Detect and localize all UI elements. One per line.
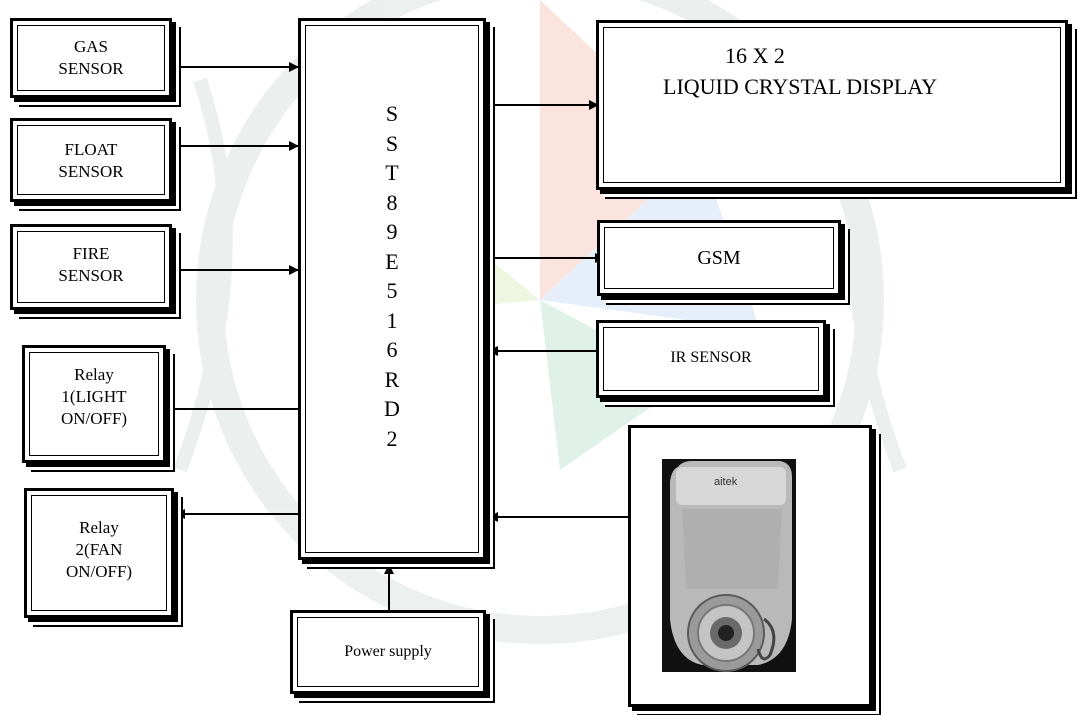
relay1-block: Relay 1(LIGHT ON/OFF) [22, 345, 166, 463]
float-sensor-label: FLOAT SENSOR [13, 139, 169, 183]
ir-sensor-block: IR SENSOR [596, 320, 826, 398]
lcd-block: 16 X 2 LIQUID CRYSTAL DISPLAY [596, 20, 1068, 190]
microcontroller-label: S S T 8 9 E 5 1 6 R D 2 [301, 99, 483, 453]
ir-sensor-label: IR SENSOR [599, 347, 823, 369]
float-sensor-block: FLOAT SENSOR [10, 118, 172, 202]
gsm-block: GSM [597, 220, 841, 296]
camera-image: aitek [662, 459, 796, 672]
power-supply-block: Power supply [290, 610, 486, 694]
relay1-label: Relay 1(LIGHT ON/OFF) [25, 364, 163, 430]
relay2-label: Relay 2(FAN ON/OFF) [27, 517, 171, 583]
lcd-label-size: 16 X 2 [725, 43, 785, 69]
fire-sensor-label: FIRE SENSOR [13, 243, 169, 287]
power-supply-label: Power supply [293, 641, 483, 663]
microcontroller-block: S S T 8 9 E 5 1 6 R D 2 [298, 18, 486, 560]
fire-sensor-block: FIRE SENSOR [10, 224, 172, 310]
camera-brand: aitek [714, 476, 738, 488]
gsm-label: GSM [600, 247, 838, 269]
gas-sensor-label: GAS SENSOR [13, 36, 169, 80]
relay2-block: Relay 2(FAN ON/OFF) [24, 488, 174, 618]
gas-sensor-block: GAS SENSOR [10, 18, 172, 98]
lcd-label-name: LIQUID CRYSTAL DISPLAY [663, 74, 937, 100]
